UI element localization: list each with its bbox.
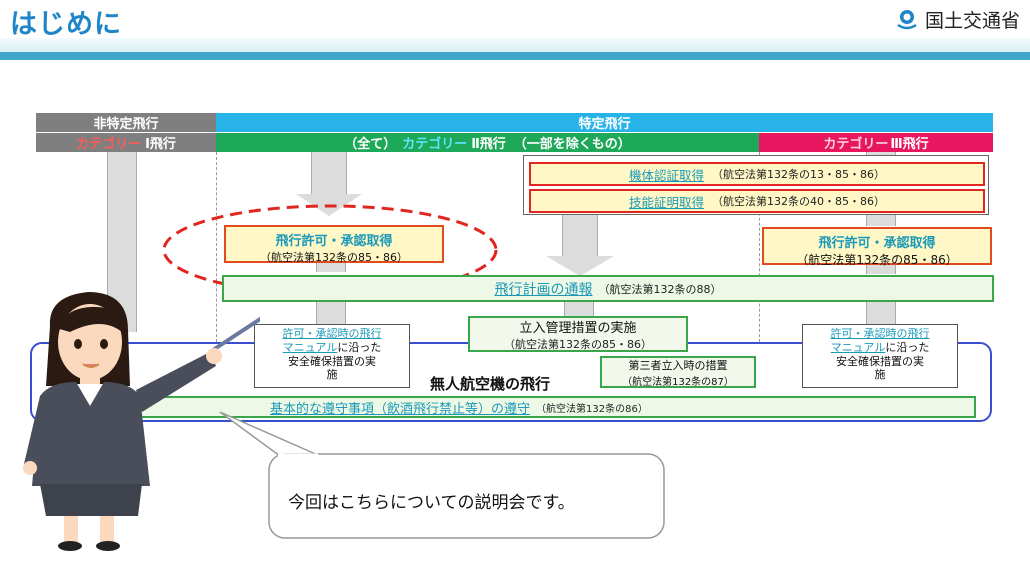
safety-measures-box-left: 許可・承認時の飛行 マニュアルに沿った 安全確保措置の実 施 <box>254 324 410 388</box>
basic-rules-label: 基本的な遵守事項（飲酒飛行禁止等）の遵守 <box>270 401 531 417</box>
header-band <box>0 38 1030 52</box>
arrow-shaft <box>866 302 896 324</box>
category2-header: （全て） カテゴリー Ⅱ飛行 （一部を除くもの） <box>216 133 759 152</box>
arrow-shaft <box>866 264 896 274</box>
airframe-certification-box: 機体認証取得 （航空法第132条の13・85・86） <box>529 162 985 186</box>
flight-plan-notification-box: 飛行計画の通報 （航空法第132条の88） <box>222 275 994 302</box>
arrow-shaft <box>316 262 346 272</box>
airframe-certification-label: 機体認証取得 <box>628 167 704 183</box>
header-rule <box>0 52 1030 60</box>
non-specified-flight-header: 非特定飛行 <box>36 113 216 132</box>
category1-header: カテゴリー Ⅰ飛行 <box>36 133 216 152</box>
third-party-ref: （航空法第132条の87） <box>622 376 734 388</box>
safety-measures-box-right: 許可・承認時の飛行 マニュアルに沿った 安全確保措置の実 施 <box>802 324 958 388</box>
arrow-shaft <box>564 302 594 316</box>
permit-approval-label: 飛行許可・承認取得 <box>275 234 393 249</box>
speech-bubble-text: 今回はこちらについての説明会です。 <box>288 493 575 513</box>
uav-flight-label: 無人航空機の飛行 <box>430 375 551 393</box>
permit-approval-ref: （航空法第132条の85・86） <box>260 251 408 264</box>
presenter-illustration <box>23 292 260 551</box>
arrow-head <box>546 256 614 276</box>
page-title: はじめに <box>10 9 122 40</box>
category1-suffix: Ⅰ飛行 <box>145 137 176 152</box>
safety-line2: に沿った <box>337 340 382 354</box>
permit-approval-label: 飛行許可・承認取得 <box>818 236 936 251</box>
ministry-logo: 国土交通省 <box>895 6 1020 33</box>
entry-control-ref: （航空法第132条の85・86） <box>504 337 652 351</box>
permit-approval-box-right: 飛行許可・承認取得 （航空法第132条の85・86） <box>762 227 992 267</box>
permit-approval-box-left: 飛行許可・承認取得 （航空法第132条の85・86） <box>224 225 444 264</box>
category2-except: （一部を除くもの） <box>513 137 631 152</box>
category3-header: カテゴリー Ⅲ飛行 <box>759 133 993 152</box>
third-party-label: 第三者立入時の措置 <box>628 358 728 372</box>
safety-line4: 施 <box>874 368 886 382</box>
ministry-name: 国土交通省 <box>924 10 1020 32</box>
speech-bubble-shape <box>219 411 665 539</box>
basic-rules-ref: （航空法第132条の86） <box>536 403 648 415</box>
entry-control-label: 立入管理措置の実施 <box>519 320 637 336</box>
basic-rules-box: 基本的な遵守事項（飲酒飛行禁止等）の遵守 （航空法第132条の86） <box>58 396 976 418</box>
ministry-emblem-icon <box>897 9 917 29</box>
column-divider <box>216 152 217 342</box>
flight-plan-ref: （航空法第132条の88） <box>598 282 722 296</box>
safety-line3: 安全確保措置の実 <box>836 354 924 368</box>
manual-link: マニュアル <box>830 340 886 354</box>
manual-link: マニュアル <box>282 340 338 354</box>
skill-certification-ref: （航空法第132条の40・85・86） <box>712 195 885 208</box>
category3-prefix: カテゴリー <box>823 137 889 152</box>
column-divider <box>759 152 760 342</box>
arrow-shaft <box>316 302 346 324</box>
category1-prefix: カテゴリー <box>76 137 142 152</box>
skill-certification-box: 技能証明取得 （航空法第132条の40・85・86） <box>529 189 985 213</box>
flight-plan-label: 飛行計画の通報 <box>494 281 593 298</box>
arrow-shaft <box>311 152 347 194</box>
safety-line1: 許可・承認時の飛行 <box>830 327 930 340</box>
safety-line3: 安全確保措置の実 <box>288 354 376 368</box>
category2-all: （全て） <box>344 137 397 152</box>
category3-suffix: Ⅲ飛行 <box>890 137 929 152</box>
arrow-shaft <box>562 214 598 258</box>
category2-prefix: カテゴリー <box>402 137 468 152</box>
entry-control-box: 立入管理措置の実施 （航空法第132条の85・86） <box>468 316 688 352</box>
specified-flight-header: 特定飛行 <box>216 113 993 132</box>
safety-line4: 施 <box>326 368 338 382</box>
category2-suffix: Ⅱ飛行 <box>471 137 506 152</box>
safety-line2: に沿った <box>885 340 930 354</box>
airframe-certification-ref: （航空法第132条の13・85・86） <box>712 168 885 181</box>
permit-approval-ref: （航空法第132条の85・86） <box>796 253 958 267</box>
skill-certification-label: 技能証明取得 <box>628 194 704 210</box>
third-party-entry-box: 第三者立入時の措置 （航空法第132条の87） <box>600 356 756 388</box>
safety-line1: 許可・承認時の飛行 <box>282 327 382 340</box>
